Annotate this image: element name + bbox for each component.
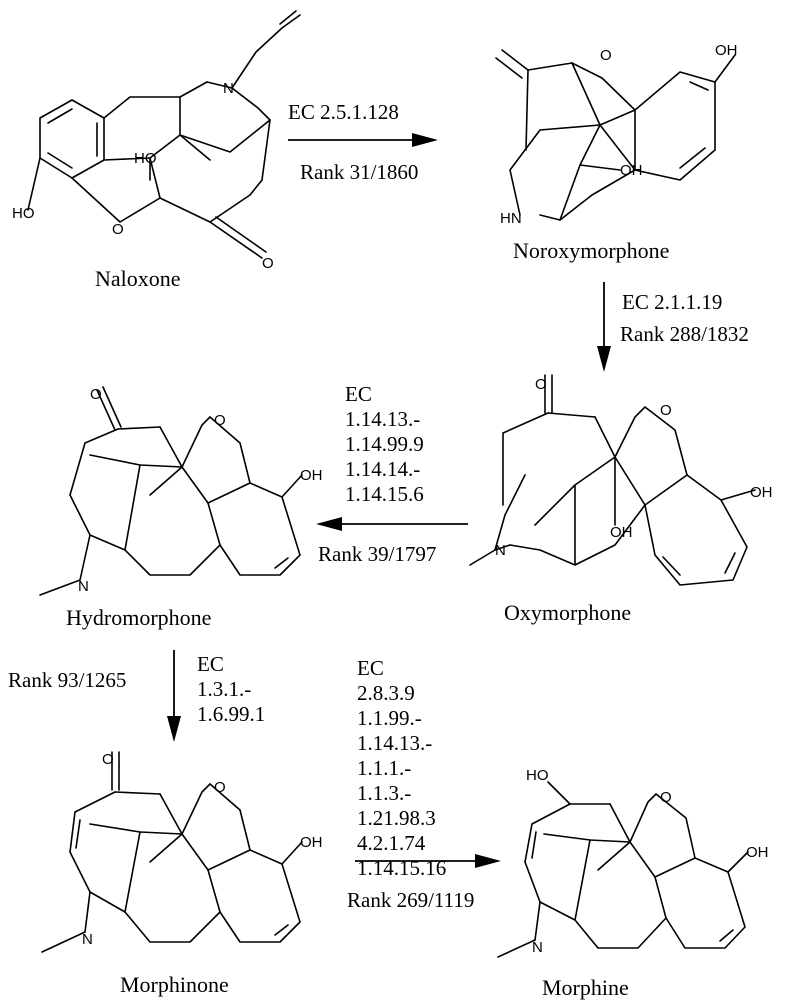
morphinone-atom-o: O: [214, 779, 226, 796]
oxymorphone-name: Oxymorphone: [504, 600, 632, 625]
naloxone-atom-o: O: [112, 221, 124, 238]
oxymorphone-structure: O O OH OH N: [469, 374, 773, 586]
oxymorphone-atom-oh-bridge: OH: [610, 524, 633, 541]
reaction-4-ec-2: 1.6.99.1: [197, 702, 266, 726]
hydromorphone-atom-oh: OH: [300, 467, 323, 484]
reaction-arrow-2: [597, 282, 611, 372]
morphine-atom-ho: HO: [526, 767, 549, 784]
reaction-arrow-5: [355, 854, 501, 868]
noroxymorphone-structure: O OH OH HN: [495, 42, 738, 227]
noroxymorphone-atom-oh-bridge: OH: [620, 162, 643, 179]
reaction-5-ec-3: 1.14.13.-: [357, 731, 433, 755]
morphine-atom-oh: OH: [746, 844, 769, 861]
reaction-3-ec-2: 1.14.99.9: [345, 432, 424, 456]
reaction-3-ec-header: EC: [345, 382, 372, 406]
reaction-arrow-4: [167, 650, 181, 742]
reaction-5-ec-1: 2.8.3.9: [357, 681, 415, 705]
noroxymorphone-name: Noroxymorphone: [513, 238, 670, 263]
oxymorphone-atom-o: O: [660, 402, 672, 419]
morphine-atom-n: N: [532, 939, 543, 956]
morphine-atom-o: O: [660, 789, 672, 806]
noroxymorphone-atom-o: O: [600, 47, 612, 64]
reaction-4-ec-header: EC: [197, 652, 224, 676]
reaction-1-rank: Rank 31/1860: [300, 160, 419, 184]
reaction-5-ec-5: 1.1.3.-: [357, 781, 412, 805]
naloxone-atom-o-ketone: O: [262, 255, 274, 272]
oxymorphone-atom-oh: OH: [750, 484, 773, 501]
reaction-5-ec-2: 1.1.99.-: [357, 706, 422, 730]
reaction-5-ec-4: 1.1.1.-: [357, 756, 412, 780]
reaction-3-ec-4: 1.14.15.6: [345, 482, 424, 506]
morphine-name: Morphine: [542, 975, 629, 1000]
reaction-3-rank: Rank 39/1797: [318, 542, 437, 566]
reaction-5-ec-6: 1.21.98.3: [357, 806, 436, 830]
hydromorphone-atom-o-ketone: O: [90, 386, 102, 403]
naloxone-name: Naloxone: [95, 266, 181, 291]
hydromorphone-structure: O O OH N: [39, 386, 323, 596]
oxymorphone-atom-o-ketone: O: [535, 376, 547, 393]
naloxone-atom-ho: HO: [12, 205, 35, 222]
naloxone-atom-ho-bridge: HO: [134, 150, 157, 167]
morphinone-atom-o-ketone: O: [102, 751, 114, 768]
naloxone-atom-n: N: [223, 80, 234, 97]
morphine-structure: HO O OH N: [497, 767, 769, 958]
reaction-3-ec-1: 1.14.13.-: [345, 407, 421, 431]
reaction-5-ec-8: 1.14.15.16: [357, 856, 447, 880]
hydromorphone-atom-o: O: [214, 412, 226, 429]
reaction-4-ec-1: 1.3.1.-: [197, 677, 252, 701]
reaction-5-ec-header: EC: [357, 656, 384, 680]
morphinone-structure: O O OH N: [41, 751, 323, 953]
reaction-arrow-1: [288, 133, 438, 147]
reaction-2-rank: Rank 288/1832: [620, 322, 749, 346]
morphinone-atom-oh: OH: [300, 834, 323, 851]
naloxone-structure: HO O N HO O: [12, 10, 301, 272]
noroxymorphone-atom-oh: OH: [715, 42, 738, 59]
reaction-arrow-3: [316, 517, 468, 531]
oxymorphone-atom-n: N: [495, 542, 506, 559]
noroxymorphone-atom-hn: HN: [500, 210, 522, 227]
morphinone-name: Morphinone: [120, 972, 229, 997]
morphinone-atom-n: N: [82, 931, 93, 948]
reaction-2-ec: EC 2.1.1.19: [622, 290, 723, 314]
reaction-5-ec-7: 4.2.1.74: [357, 831, 426, 855]
reaction-5-rank: Rank 269/1119: [347, 888, 475, 912]
reaction-1-ec: EC 2.5.1.128: [288, 100, 399, 124]
reaction-3-ec-3: 1.14.14.-: [345, 457, 421, 481]
hydromorphone-atom-n: N: [78, 578, 89, 595]
reaction-4-rank: Rank 93/1265: [8, 668, 127, 692]
hydromorphone-name: Hydromorphone: [66, 605, 212, 630]
